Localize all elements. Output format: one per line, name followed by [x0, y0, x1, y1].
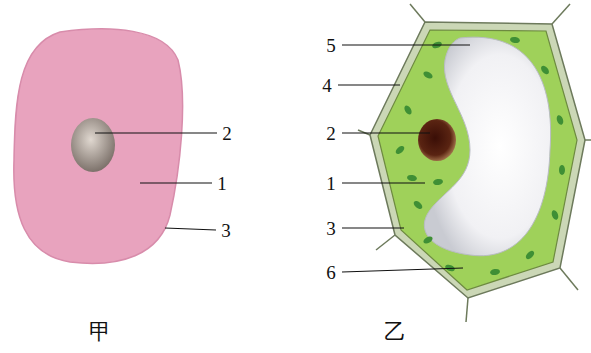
callout-number: 6 [326, 263, 336, 282]
animal-cell [14, 29, 183, 264]
neighbour-walls [358, 4, 591, 322]
figure-caption: 甲 [89, 321, 111, 343]
callout-number: 4 [322, 76, 332, 95]
callout-number: 3 [221, 221, 231, 240]
figure-caption: 乙 [384, 321, 406, 343]
callout-number: 1 [217, 174, 227, 193]
cytoplasm [378, 30, 577, 290]
chloroplasts [394, 36, 565, 276]
callout-number: 2 [326, 124, 336, 143]
callout-number: 1 [326, 174, 336, 193]
cell-wall [370, 22, 585, 298]
callout-number: 5 [326, 36, 336, 55]
nucleus [71, 118, 115, 172]
nucleus [418, 119, 456, 161]
leader-lines [338, 45, 470, 272]
callout-number: 2 [222, 124, 232, 143]
callout-number: 3 [326, 219, 336, 238]
leader-lines [95, 133, 217, 230]
